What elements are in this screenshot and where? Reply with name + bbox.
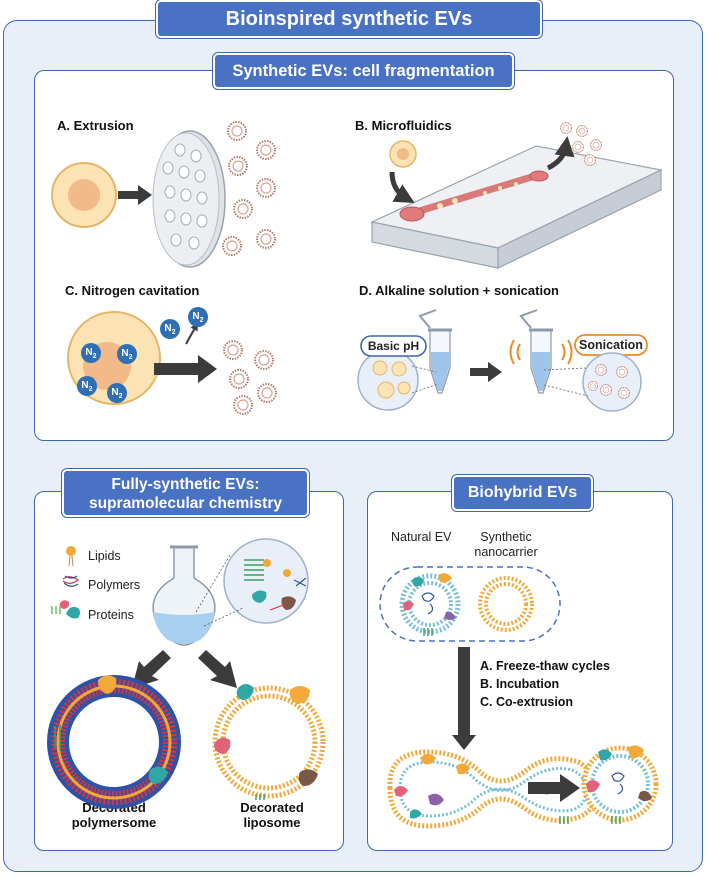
tube-sonicated <box>519 309 553 394</box>
sound-wave-icon <box>509 339 573 365</box>
microfluidic-input-cell <box>389 140 417 168</box>
legend-lipids: Lipids <box>88 549 121 563</box>
basic-ph-badge <box>360 335 427 357</box>
synthetic-label-line2: nanocarrier <box>474 545 538 559</box>
basic-ph-lens <box>357 349 419 411</box>
microfluidics-label: B. Microfluidics <box>355 118 452 133</box>
method-incubation: B. Incubation <box>480 677 560 691</box>
main-title: Bioinspired synthetic EVs <box>155 0 543 39</box>
fully-synthetic-title-line1: Fully-synthetic EVs: <box>111 476 260 493</box>
liposome-label: Decorated liposome <box>222 800 322 830</box>
arrow-to-polymersome <box>132 650 171 688</box>
n2-label-2: N2 <box>117 344 137 364</box>
n2-label-3: N2 <box>77 376 97 396</box>
natural-ev-label: Natural EV <box>391 530 452 544</box>
arrow-to-liposome <box>198 650 237 688</box>
biohybrid-dashed-group <box>379 566 561 642</box>
n2-label-6: N2 <box>188 307 208 327</box>
nitrogen-vesicles <box>223 340 277 415</box>
fully-synthetic-title-line2: supramolecular chemistry <box>89 495 282 512</box>
synthetic-nanocarrier <box>478 576 534 632</box>
decorated-liposome <box>212 684 326 800</box>
liposome-label-line2: liposome <box>243 815 301 830</box>
extrusion-cell <box>51 162 117 228</box>
microfluidic-in-arrow <box>389 171 415 203</box>
decorated-polymersome <box>47 675 181 809</box>
extrusion-vesicles <box>222 121 276 256</box>
basic-ph-text: Basic pH <box>367 339 420 353</box>
n2-label-1: N2 <box>81 343 101 363</box>
alkaline-sonication-label: D. Alkaline solution + sonication <box>359 283 559 298</box>
synthetic-label-line1: Synthetic <box>480 530 532 544</box>
nitrogen-cavitation-label: C. Nitrogen cavitation <box>65 283 200 298</box>
biohybrid-ev-result <box>581 745 659 824</box>
protein-icon <box>51 600 80 619</box>
extrusion-membrane <box>152 130 226 268</box>
microfluidic-out-arrow <box>546 136 575 171</box>
n2-label-5: N2 <box>160 319 180 339</box>
sonication-lens <box>582 352 642 412</box>
n2-label-4: N2 <box>107 383 127 403</box>
nitrogen-arrow <box>154 355 217 383</box>
biohybrid-down-arrow <box>452 647 476 750</box>
extrusion-label: A. Extrusion <box>57 118 134 133</box>
liposome-label-line1: Decorated <box>240 800 304 815</box>
method-freeze-thaw: A. Freeze-thaw cycles <box>480 659 610 673</box>
extrusion-arrow <box>118 185 152 205</box>
flask-zoom-lines <box>195 554 244 627</box>
polymer-icon <box>62 575 80 587</box>
tube-basic <box>418 309 452 394</box>
fully-synthetic-title: Fully-synthetic EVs: supramolecular chem… <box>61 468 310 518</box>
sonication-text: Sonication <box>579 338 643 352</box>
polymersome-label-line2: polymersome <box>71 815 157 830</box>
fusing-vesicles <box>387 749 599 829</box>
natural-ev <box>399 573 461 636</box>
synthetic-nanocarrier-label: Synthetic nanocarrier <box>470 530 542 560</box>
biohybrid-right-arrow <box>528 774 580 802</box>
flask-icon <box>152 545 216 646</box>
n2-escape-arrow <box>185 322 198 345</box>
alkaline-arrow <box>470 362 502 382</box>
method-co-extrusion: C. Co-extrusion <box>480 695 574 709</box>
legend-polymers: Polymers <box>88 578 141 592</box>
biohybrid-title: Biohybrid EVs <box>451 474 594 512</box>
sonication-pointer-lines <box>543 367 589 397</box>
lipid-icon <box>66 546 76 567</box>
microfluidic-chip <box>370 145 663 269</box>
lens-pointer-lines <box>411 365 439 394</box>
legend-proteins: Proteins <box>88 608 134 622</box>
cell-fragmentation-title: Synthetic EVs: cell fragmentation <box>212 52 515 90</box>
flask-zoom-lens <box>223 538 309 624</box>
